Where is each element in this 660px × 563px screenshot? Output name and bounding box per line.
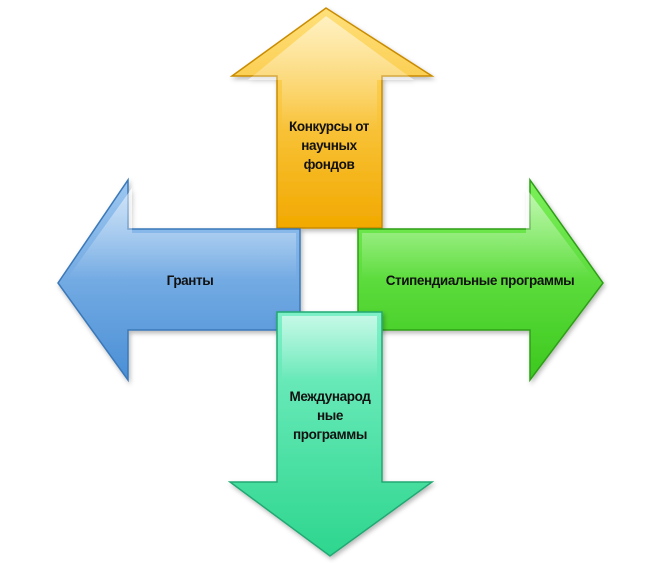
arrow-up-gloss bbox=[248, 16, 414, 130]
arrow-right bbox=[357, 177, 604, 383]
label-scholarship-programs: Стипендиальные программы bbox=[385, 272, 575, 288]
arrow-up bbox=[229, 7, 435, 229]
arrow-down-shape bbox=[227, 311, 435, 557]
arrow-right-gloss bbox=[362, 188, 595, 280]
arrow-down-gloss bbox=[282, 316, 377, 380]
label-scientific-fund-contests: Конкурсы от научных фондов bbox=[289, 118, 369, 172]
label-grants: Гранты bbox=[166, 272, 214, 288]
label-international-programs: Международ ные программы bbox=[289, 388, 371, 442]
arrow-left-gloss bbox=[66, 188, 296, 280]
arrow-down bbox=[227, 311, 435, 557]
arrow-left bbox=[57, 177, 301, 383]
